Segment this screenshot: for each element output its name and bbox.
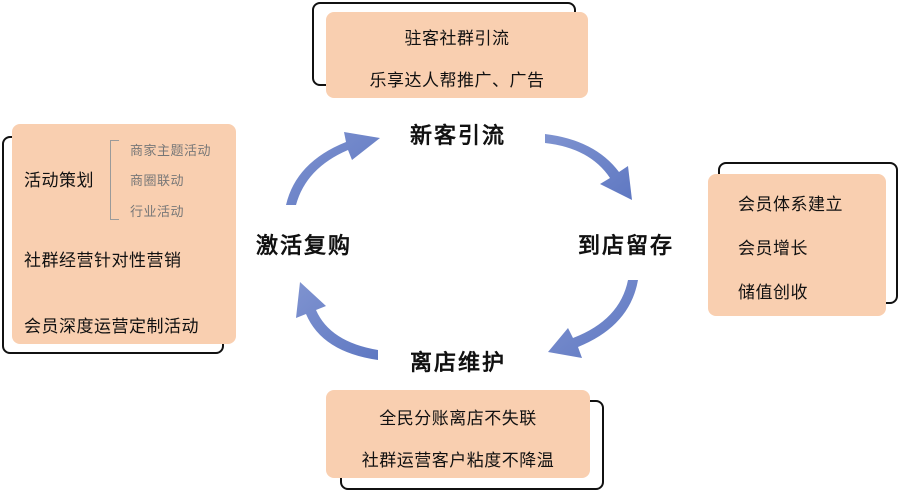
top-box-card: 驻客社群引流 乐享达人帮推广、广告 xyxy=(326,12,588,98)
right-box-line-2: 会员增长 xyxy=(738,239,808,259)
left-box-line-1: 社群经营针对性营销 xyxy=(24,251,182,271)
right-box-line-3: 储值创收 xyxy=(738,283,808,303)
bottom-box-line-1: 全民分账离店不失联 xyxy=(379,409,537,429)
bottom-box-line-2: 社群运营客户粘度不降温 xyxy=(361,451,555,471)
left-box-card: 活动策划 商家主题活动 商圈联动 行业活动 社群经营针对性营销 会员深度运营定制… xyxy=(12,124,236,344)
activity-bracket xyxy=(110,140,119,220)
right-box: 会员体系建立 会员增长 储值创收 xyxy=(708,162,898,317)
arrow-reactivation-to-new xyxy=(286,132,380,205)
top-box-line-2: 乐享达人帮推广、广告 xyxy=(369,71,545,91)
right-box-line-1: 会员体系建立 xyxy=(738,195,843,215)
stage-reactivation: 激活复购 xyxy=(256,234,353,259)
top-box-line-1: 驻客社群引流 xyxy=(404,29,510,49)
bottom-box: 全民分账离店不失联 社群运营客户粘度不降温 xyxy=(326,390,606,492)
top-box: 驻客社群引流 乐享达人帮推广、广告 xyxy=(312,2,592,98)
arrow-retention-to-offline xyxy=(548,280,638,358)
left-box: 活动策划 商家主题活动 商圈联动 行业活动 社群经营针对性营销 会员深度运营定制… xyxy=(2,124,238,356)
activity-sub-1: 商家主题活动 xyxy=(130,144,212,159)
stage-new-customer: 新客引流 xyxy=(410,124,507,149)
arrow-offline-to-reactivation xyxy=(296,282,378,360)
stage-offline-maintenance: 离店维护 xyxy=(410,351,507,376)
left-box-line-2: 会员深度运营定制活动 xyxy=(24,317,199,337)
stage-retention: 到店留存 xyxy=(578,234,675,259)
arrow-new-to-retention xyxy=(545,134,632,200)
right-box-card: 会员体系建立 会员增长 储值创收 xyxy=(708,174,886,316)
activity-sub-2: 商圈联动 xyxy=(130,174,185,189)
bottom-box-card: 全民分账离店不失联 社群运营客户粘度不降温 xyxy=(326,390,590,478)
activity-planning-label: 活动策划 xyxy=(24,171,94,191)
activity-sub-3: 行业活动 xyxy=(130,205,185,220)
